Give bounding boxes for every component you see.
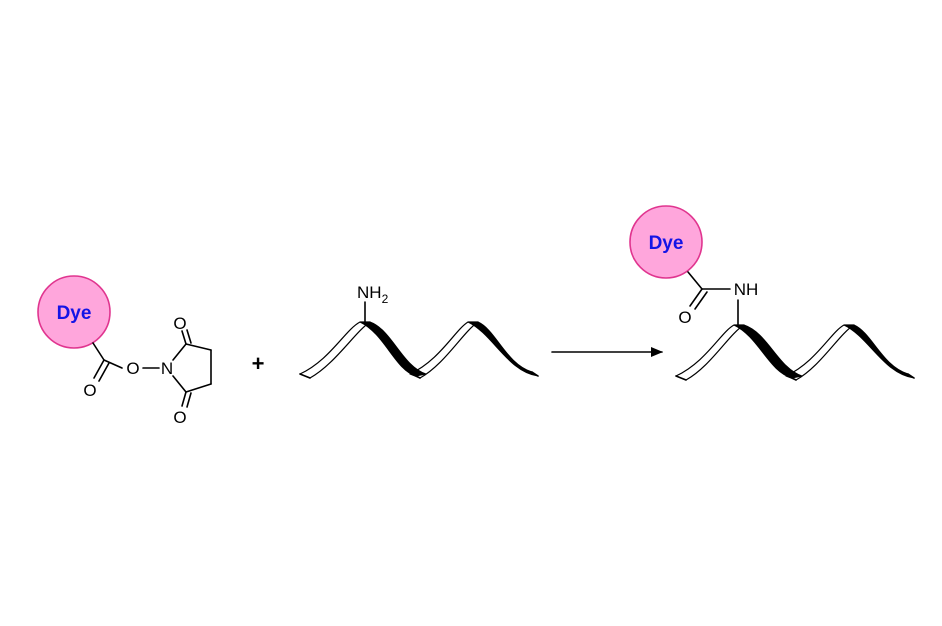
amide-carbonyl-bond-second — [694, 291, 708, 310]
amine-subscript: 2 — [382, 292, 389, 306]
imide-oxygen-top: O — [173, 314, 186, 333]
imide-oxygen-bottom: O — [173, 408, 186, 427]
dye-badge-product: Dye — [629, 205, 703, 279]
imide-nitrogen: N — [161, 359, 173, 378]
ring-bond-c3-c4 — [185, 383, 212, 393]
ester-oxygen: O — [126, 359, 139, 378]
imide-carbonyl-top-second — [186, 329, 192, 344]
dye-circle — [37, 275, 111, 349]
amide-nh: NH — [734, 280, 759, 299]
plus-sign: + — [252, 351, 265, 376]
dna-front-strand-2 — [467, 321, 539, 377]
imide-carbonyl-bottom-second — [186, 392, 192, 408]
imide-carbonyl-bottom — [181, 391, 187, 407]
dna-back-strand-2 — [785, 324, 855, 381]
imide-carbonyl-top — [181, 330, 187, 345]
amide-carbonyl-bond — [689, 288, 703, 307]
dye-circle — [629, 205, 703, 279]
dye-nhs-ester: Dye O O N O O — [37, 275, 212, 427]
ring-bond-c4-n — [172, 375, 187, 393]
dna-back-strand — [675, 324, 745, 381]
dna-front-strand — [359, 321, 427, 377]
ester-bond — [103, 359, 123, 369]
dna-helix-reactant — [299, 321, 539, 379]
dna-helix-product — [675, 324, 915, 381]
carbonyl-bond-second — [98, 362, 110, 382]
amine-nh: NH — [357, 283, 382, 302]
dye-label: Dye — [57, 303, 92, 324]
dna-front-strand — [733, 324, 803, 379]
dna-outline — [299, 371, 539, 379]
ring-bond-n-c1 — [172, 343, 187, 361]
carbonyl-oxygen: O — [83, 381, 96, 400]
dna-back-strand-2 — [409, 321, 479, 379]
carbonyl-bond — [93, 359, 105, 379]
dna-outline — [675, 373, 915, 381]
dye-linker-bond — [92, 342, 105, 361]
dna-back-strand — [299, 321, 371, 379]
dna-front-strand-2 — [843, 324, 915, 379]
dye-labeled-dna: Dye O NH — [629, 205, 915, 381]
dye-linker-bond — [687, 271, 703, 290]
amide-oxygen: O — [678, 308, 691, 327]
amine-label: NH2 — [357, 283, 389, 306]
ring-bond-c1-c2 — [185, 343, 212, 351]
dye-label: Dye — [649, 233, 684, 254]
amine-dna: NH2 — [299, 283, 539, 379]
dye-badge-reactant: Dye — [37, 275, 111, 349]
